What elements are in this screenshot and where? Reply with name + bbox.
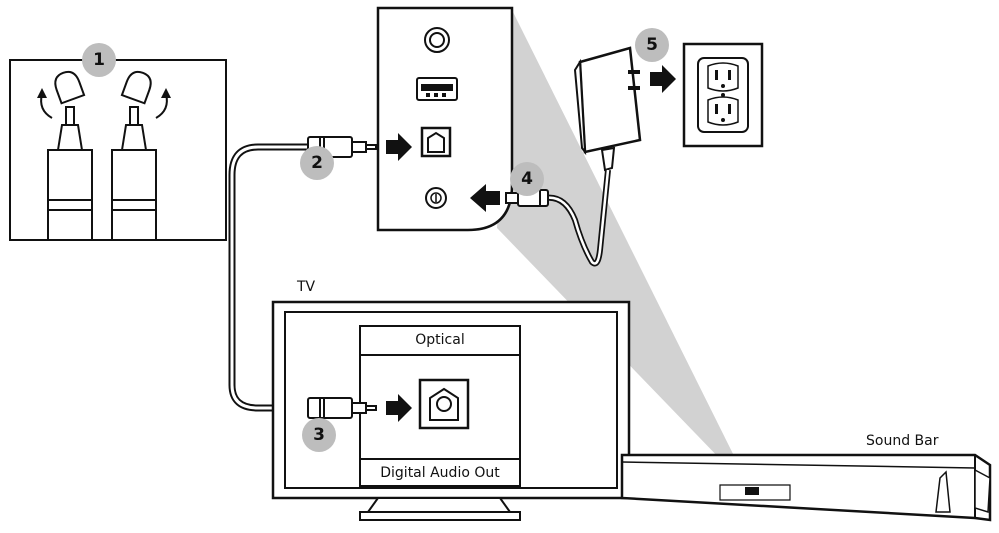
optical-port-icon (420, 126, 452, 158)
arrow-icon-optical-in (386, 133, 412, 161)
zoom-beam (497, 10, 752, 492)
wall-outlet-icon (682, 42, 764, 148)
arrow-icon-to-outlet (650, 65, 676, 93)
tv (271, 300, 631, 521)
step-badge-2: 2 (300, 146, 334, 180)
sound-bar (620, 453, 992, 522)
cap-icon-left (54, 70, 86, 105)
optical-label: Optical (415, 332, 465, 348)
step-badge-3: 3 (302, 418, 336, 452)
power-adapter (573, 46, 642, 172)
arrow-icon-power-in (470, 184, 500, 212)
step-badge-1: 1 (82, 43, 116, 77)
usb-port-icon (416, 77, 458, 101)
arrow-icon-optical-out (386, 394, 412, 422)
step-badge-4: 4 (510, 162, 544, 196)
cap-icon-right (120, 70, 152, 105)
aux-jack-icon (424, 27, 450, 53)
optical-plug-right (111, 106, 157, 241)
sound-bar-label: Sound Bar (866, 433, 939, 449)
cap-removal-panel (9, 59, 227, 241)
optical-plug-tv (307, 397, 377, 419)
power-port-icon (425, 187, 447, 209)
tv-label: TV (297, 279, 316, 295)
tv-optical-port-icon (418, 378, 470, 430)
step-badge-5: 5 (635, 28, 669, 62)
digital-audio-out-label: Digital Audio Out (380, 465, 500, 481)
optical-plug-left (47, 106, 93, 241)
